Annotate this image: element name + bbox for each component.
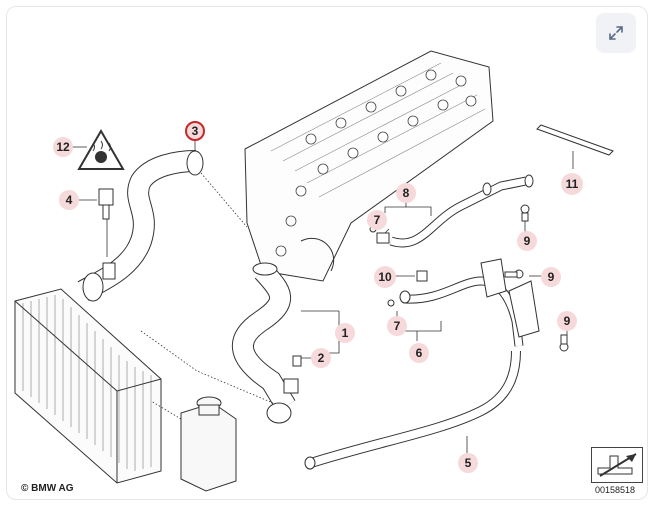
callout-10-label: 10 <box>378 270 392 284</box>
strap-11 <box>536 124 614 156</box>
callout-9-lower-label: 9 <box>564 314 571 328</box>
callout-3[interactable]: 3 <box>185 121 205 141</box>
callout-8-label: 8 <box>403 186 410 200</box>
expansion-tank <box>180 396 237 492</box>
return-pipe-6 <box>399 258 540 347</box>
callout-5-label: 5 <box>465 456 472 470</box>
callout-9-lower: 9 <box>557 311 577 331</box>
callout-8: 8 <box>396 183 416 203</box>
lower-hose <box>231 262 299 424</box>
callout-5: 5 <box>458 453 478 473</box>
callout-9-upper-label: 9 <box>524 234 531 248</box>
callout-7-upper: 7 <box>367 210 387 230</box>
callout-9-upper: 9 <box>517 231 537 251</box>
diagram-number: 00158518 <box>595 485 636 495</box>
callout-9-middle: 9 <box>541 267 561 287</box>
engine-cylinder-head <box>244 50 494 282</box>
bolts <box>292 204 569 367</box>
cooling-system-diagram: 12 3 4 8 7 9 10 9 1 2 7 6 <box>14 50 614 492</box>
callout-7-upper-label: 7 <box>374 213 381 227</box>
temperature-sensor <box>98 188 114 220</box>
radiator <box>14 288 162 484</box>
assembly-legend-box <box>591 447 643 483</box>
expand-button[interactable] <box>596 13 636 53</box>
callout-1: 1 <box>335 323 355 343</box>
assembly-arrow-icon <box>597 453 637 477</box>
callout-6: 6 <box>409 343 429 363</box>
diagram-frame: 12 3 4 8 7 9 10 9 1 2 7 6 <box>6 6 648 500</box>
callout-3-label: 3 <box>192 124 199 138</box>
callout-6-label: 6 <box>416 346 423 360</box>
expand-icon <box>609 26 623 40</box>
callout-2: 2 <box>311 348 331 368</box>
callout-7-lower-label: 7 <box>394 319 401 333</box>
copyright-text: © BMW AG <box>21 483 74 494</box>
hot-coolant-warning-icon <box>77 129 125 170</box>
callout-11-label: 11 <box>566 177 579 191</box>
callout-1-label: 1 <box>342 326 349 340</box>
callout-11: 11 <box>561 173 583 195</box>
callout-12-label: 12 <box>56 140 70 154</box>
return-pipe-8 <box>376 174 534 248</box>
callout-7-lower: 7 <box>387 316 407 336</box>
callout-2-label: 2 <box>318 351 325 365</box>
long-coolant-hose <box>304 350 521 470</box>
callout-10: 10 <box>374 266 396 288</box>
callout-4: 4 <box>59 190 79 210</box>
callout-12: 12 <box>53 137 73 157</box>
callout-9-middle-label: 9 <box>548 270 555 284</box>
upper-radiator-hose <box>77 150 204 302</box>
callout-4-label: 4 <box>66 193 73 207</box>
